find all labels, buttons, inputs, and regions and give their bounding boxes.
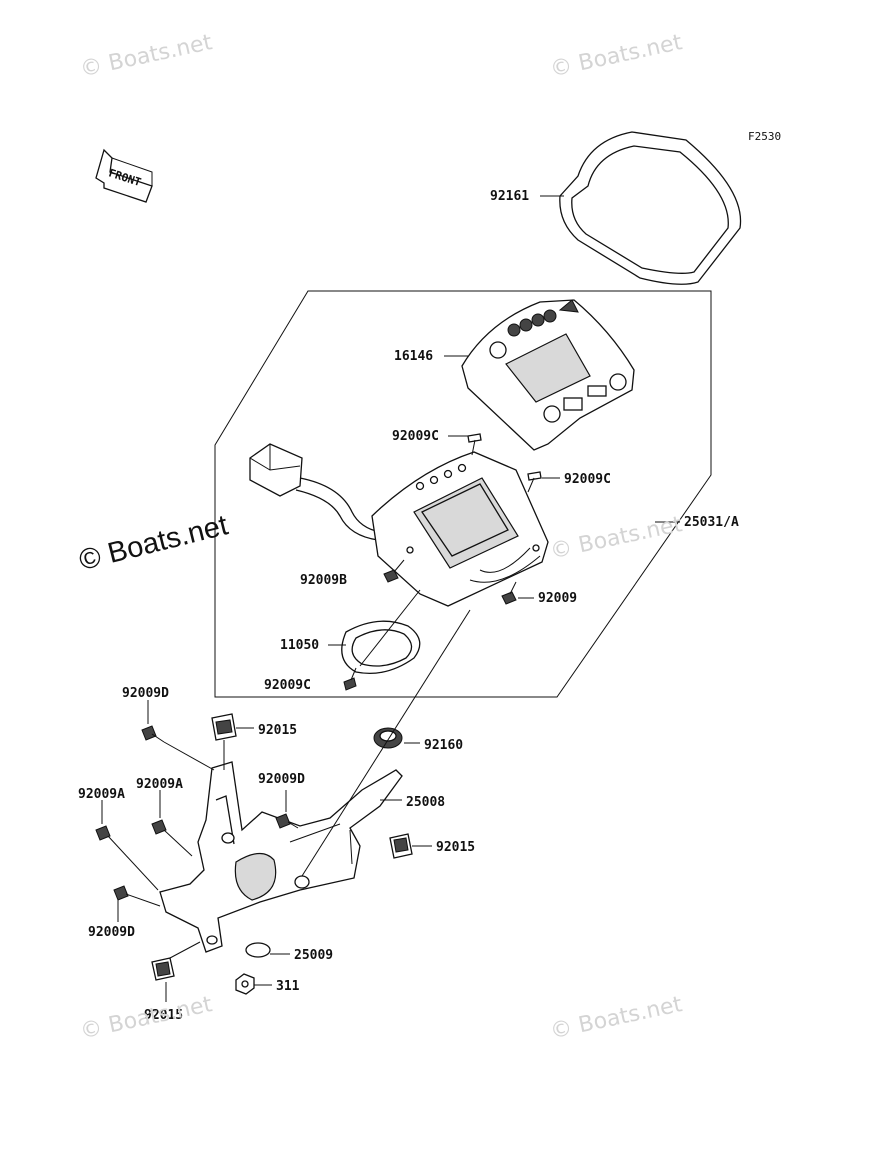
part-92161-gasket[interactable] — [559, 131, 742, 285]
clip-nut-92015-bottom[interactable] — [151, 957, 175, 981]
screw-92009d-mid[interactable] — [275, 813, 299, 829]
screw-92009a-right[interactable] — [151, 819, 193, 857]
clip-nut-92015-right[interactable] — [389, 833, 413, 859]
label-92015-right: 92015 — [436, 840, 475, 855]
label-92009: 92009 — [538, 591, 577, 606]
label-92015-bottom: 92015 — [144, 1008, 183, 1023]
label-92009d-bottom: 92009D — [88, 925, 135, 940]
screw-92009b[interactable] — [383, 559, 405, 583]
part-92160-grommet[interactable] — [373, 727, 403, 749]
label-25031a: 25031/A — [684, 515, 739, 530]
screw-92009d-bottom[interactable] — [113, 885, 161, 907]
part-meter-body[interactable] — [371, 451, 549, 607]
label-92009d-top: 92009D — [122, 686, 169, 701]
label-92009b: 92009B — [300, 573, 347, 588]
label-92161: 92161 — [490, 189, 529, 204]
label-25008: 25008 — [406, 795, 445, 810]
part-16146-meter-cover[interactable] — [461, 299, 635, 451]
screw-92009c-right[interactable] — [527, 471, 542, 493]
label-92009c-right: 92009C — [564, 472, 611, 487]
front-arrow-icon: FRONT — [95, 148, 153, 203]
screw-92009c-top[interactable] — [467, 433, 482, 456]
label-11050: 11050 — [280, 638, 319, 653]
figure-code: F2530 — [748, 130, 781, 143]
clip-nut-92015-top[interactable] — [211, 713, 237, 741]
screw-92009[interactable] — [501, 581, 517, 605]
screw-92009c-bottom[interactable] — [343, 667, 357, 691]
label-92009a-right: 92009A — [136, 777, 183, 792]
label-25009: 25009 — [294, 948, 333, 963]
screw-92009d-top[interactable] — [141, 725, 165, 743]
label-92009c-bottom: 92009C — [264, 678, 311, 693]
part-25009-washer[interactable] — [245, 942, 271, 958]
label-92009d-mid: 92009D — [258, 772, 305, 787]
assembly-outline — [214, 290, 712, 698]
label-311: 311 — [276, 979, 300, 994]
wire-harness-connector[interactable] — [249, 443, 381, 541]
part-11050-ring[interactable] — [341, 620, 421, 675]
label-92160: 92160 — [424, 738, 463, 753]
label-92009c-top: 92009C — [392, 429, 439, 444]
screw-92009a-left[interactable] — [95, 825, 159, 891]
part-25008-bracket[interactable] — [159, 761, 403, 953]
label-16146: 16146 — [394, 349, 433, 364]
label-92009a-left: 92009A — [78, 787, 125, 802]
label-92015-top: 92015 — [258, 723, 297, 738]
part-311-nut[interactable] — [235, 973, 255, 995]
